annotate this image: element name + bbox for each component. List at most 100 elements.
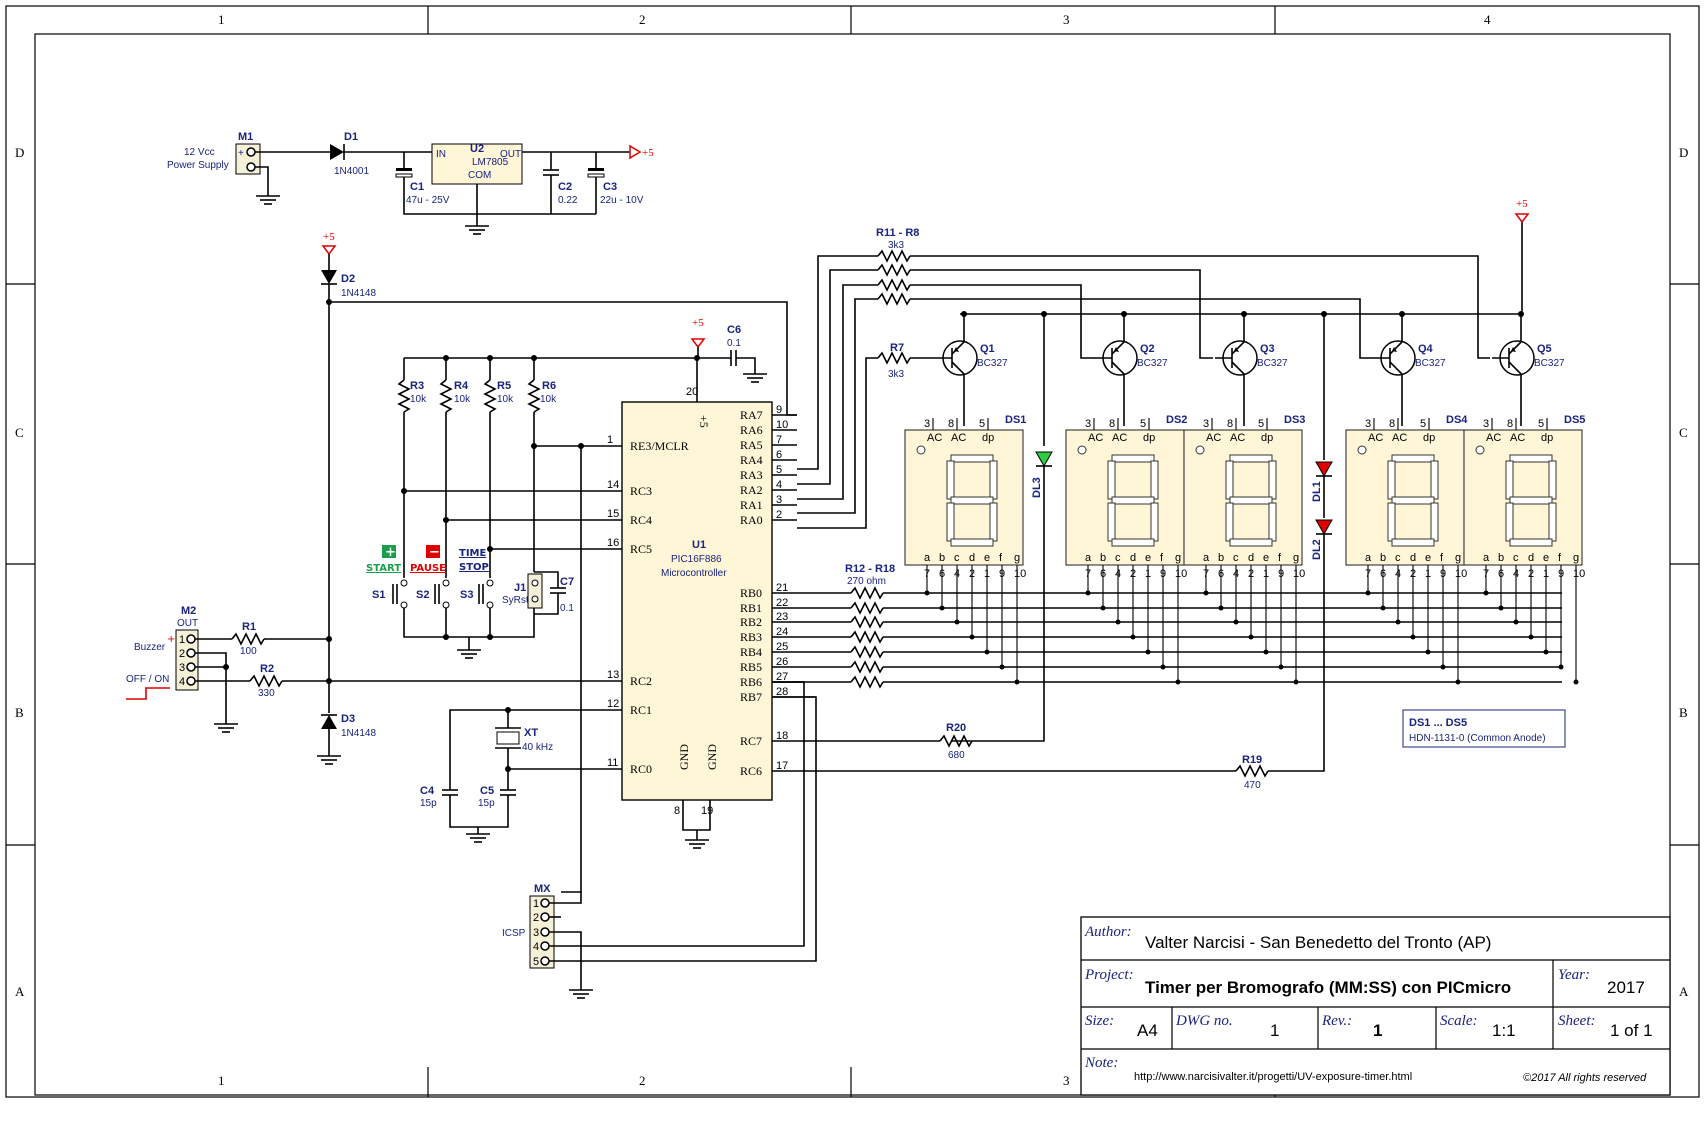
display-top-pin-num: 3 <box>1483 418 1489 430</box>
u1-right-pin-name: RB3 <box>740 630 762 644</box>
display-top-pin-label: dp <box>1261 432 1273 444</box>
display-seg-letter: c <box>1233 552 1239 564</box>
author-value: Valter Narcisi - San Benedetto del Tront… <box>1145 933 1491 952</box>
display-bottom-pin-num: 4 <box>1233 568 1239 580</box>
zone-row-c-right: C <box>1679 425 1688 440</box>
u1-left-pin-num: 11 <box>607 757 618 769</box>
project-value: Timer per Bromografo (MM:SS) con PICmicr… <box>1145 978 1511 997</box>
display-seg-letter: a <box>924 552 931 564</box>
u1-right-pin-num: 21 <box>776 582 788 594</box>
r4-ref: R4 <box>454 380 469 392</box>
u1-right-pin-name: RC7 <box>740 734 762 748</box>
m1-label1: 12 Vcc <box>184 147 215 158</box>
pause-icon <box>426 545 440 558</box>
c2-value: 0.22 <box>558 195 578 206</box>
note-caption: Note: <box>1084 1055 1118 1071</box>
j1-jumper <box>527 573 543 609</box>
display-top-pin-label: AC <box>1088 432 1103 444</box>
display-ref: DS4 <box>1446 414 1468 426</box>
dwg-value: 1 <box>1270 1021 1279 1040</box>
display-top-pin-label: AC <box>1510 432 1525 444</box>
display-bottom-pin-num: 10 <box>1573 568 1585 580</box>
display-seg-letter: e <box>1425 552 1431 564</box>
display-ref: DS1 <box>1005 414 1026 426</box>
display-bottom-pin-num: 7 <box>1365 568 1371 580</box>
u1-right-pin-name: RA5 <box>740 438 763 452</box>
display-bottom-pin-num: 9 <box>1440 568 1446 580</box>
display-seg-letter: f <box>1278 552 1282 564</box>
display-bottom-pin-num: 1 <box>1145 568 1151 580</box>
dl1-ref: DL1 <box>1311 481 1323 502</box>
zone-row-a-right: A <box>1679 984 1689 999</box>
c2-ref: C2 <box>558 181 572 193</box>
display-bottom-pin-num: 7 <box>1085 568 1091 580</box>
display-seg-letter: f <box>1558 552 1562 564</box>
display-top-pin-label: AC <box>951 432 966 444</box>
c3-value: 22u - 10V <box>600 195 644 206</box>
display-top-pin-num: 3 <box>1203 418 1209 430</box>
q-ref: Q3 <box>1260 343 1275 355</box>
year-value: 2017 <box>1607 978 1645 997</box>
c4-value: 15p <box>420 798 437 809</box>
m2-pin3: 3 <box>179 662 185 674</box>
d2-ref: D2 <box>341 273 355 285</box>
c4-ref: C4 <box>420 785 435 797</box>
u1-right-pin-num: 18 <box>776 730 788 742</box>
display-seg-letter: e <box>1145 552 1151 564</box>
r7-value: 3k3 <box>888 369 905 380</box>
vcc-label-transistors: +5 <box>1516 198 1528 210</box>
display-seg-letter: d <box>1248 552 1254 564</box>
m2-off-on: OFF / ON <box>126 674 169 685</box>
display-top-pin-num: 8 <box>1227 418 1233 430</box>
m2-out: OUT <box>177 618 198 629</box>
q-ref: Q1 <box>980 343 995 355</box>
title-block: Author: Valter Narcisi - San Benedetto d… <box>1080 916 1671 1096</box>
u1-right-pin-num: 26 <box>776 656 788 668</box>
m2-buzzer: Buzzer <box>134 642 166 653</box>
u1-right-pin-name: RB4 <box>740 645 762 659</box>
r2-value: 330 <box>258 688 275 699</box>
u1-right-pin-name: RB0 <box>740 586 762 600</box>
q-value: BC327 <box>1534 358 1565 369</box>
u1-gnd8-num: 8 <box>674 805 680 817</box>
display-seg-letter: f <box>1160 552 1164 564</box>
author-caption: Author: <box>1084 924 1132 940</box>
display-seg-letter: d <box>1528 552 1534 564</box>
mx-pin2: 2 <box>533 912 539 924</box>
r7-ref: R7 <box>890 342 904 354</box>
m2-pin1: 1 <box>179 634 185 646</box>
display-top-pin-num: 8 <box>1507 418 1513 430</box>
u2-out: OUT <box>500 149 521 160</box>
u1-right-pin-num: 28 <box>776 686 788 698</box>
display-top-pin-num: 3 <box>1365 418 1371 430</box>
c6-value: 0.1 <box>727 338 741 349</box>
project-caption: Project: <box>1084 967 1134 983</box>
d3-value: 1N4148 <box>341 728 376 739</box>
s1-switch <box>392 579 408 609</box>
c1-ref: C1 <box>410 181 424 193</box>
u1-right-pin-num: 22 <box>776 597 788 609</box>
display-ref: DS5 <box>1564 414 1585 426</box>
display-bottom-pin-num: 9 <box>1160 568 1166 580</box>
display-seg-letter: g <box>1014 552 1020 564</box>
display-seg-letter: g <box>1455 552 1461 564</box>
j1-ref: J1 <box>514 582 526 594</box>
u1-left-pin-name: RC5 <box>630 542 652 556</box>
display-seg-letter: b <box>1380 552 1386 564</box>
zone-row-c-left: C <box>15 425 24 440</box>
display-seg-letter: b <box>1498 552 1504 564</box>
u1-right-pin-name: RA1 <box>740 498 763 512</box>
display-bottom-pin-num: 4 <box>1513 568 1519 580</box>
display-seg-letter: b <box>1218 552 1224 564</box>
display-seg-letter: c <box>1395 552 1401 564</box>
u1-right-pin-name: RA0 <box>740 513 763 527</box>
display-seg-letter: d <box>969 552 975 564</box>
